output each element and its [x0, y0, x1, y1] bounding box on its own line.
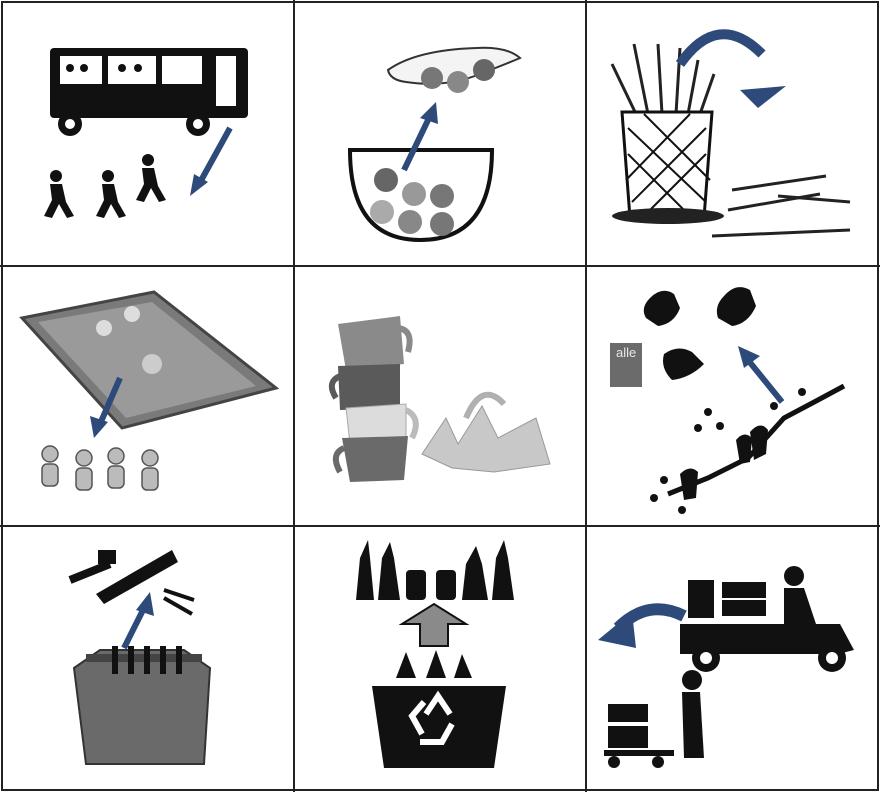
cups-broken-icon: [328, 316, 551, 482]
sticker-label: alle: [610, 343, 642, 387]
pool-children-exit-icon: [19, 290, 280, 491]
birds-branch-icon: [643, 287, 846, 514]
luggage-cart-icon: [598, 566, 854, 768]
cell-birds: [588, 268, 876, 524]
toolbox-tools-icon: [68, 550, 212, 765]
bus-people-exit-icon: [44, 48, 248, 218]
cell-recycle: [296, 528, 584, 788]
pencils-cup-icon: [610, 29, 851, 238]
cell-balls: [296, 4, 584, 264]
bottles-recycle-icon: [356, 540, 514, 768]
cell-bus: [4, 4, 292, 264]
cell-pencils: [588, 4, 876, 264]
cell-toolbox: [4, 528, 292, 788]
cell-cups: [296, 268, 584, 524]
cell-luggage: [588, 528, 876, 788]
cell-pool: [4, 268, 292, 524]
hand-balls-bowl-icon: [347, 46, 522, 243]
